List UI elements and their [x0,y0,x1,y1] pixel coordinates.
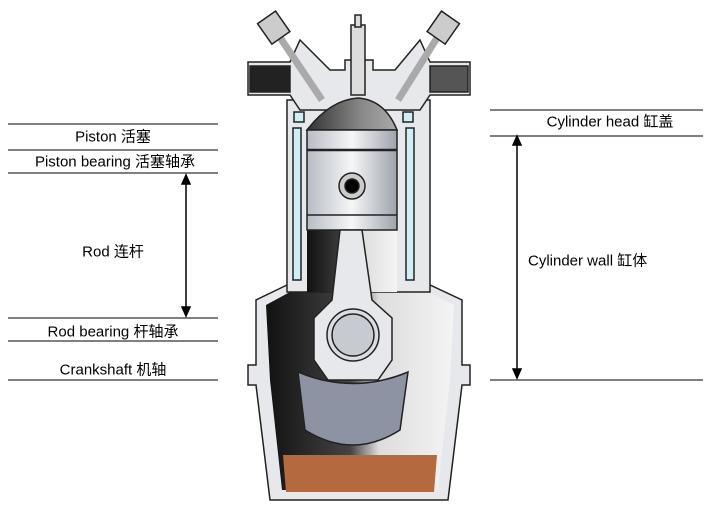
coolant-left [292,127,302,281]
oil-sump [283,455,437,492]
cylinder-head [247,9,471,111]
coolant-right [405,127,415,281]
label-piston-bearing: Piston bearing 活塞轴承 [34,153,196,171]
cylinder-wall-span-arrow [511,134,523,380]
left-guide-lines [8,123,218,381]
piston [305,97,399,231]
label-rod: Rod 连杆 [82,243,144,261]
label-piston: Piston 活塞 [75,128,151,146]
rod-span-arrow [180,173,192,318]
label-cylinder-head: Cylinder head 缸盖 [546,113,674,131]
label-crankshaft: Crankshaft 机轴 [59,361,167,379]
label-cylinder-wall: Cylinder wall 缸体 [528,252,648,270]
right-guide-lines [490,109,703,381]
crank-counterweight [297,370,409,446]
spark-plug [350,24,366,96]
connecting-rod [297,229,409,446]
label-rod-bearing: Rod bearing 杆轴承 [47,323,179,341]
